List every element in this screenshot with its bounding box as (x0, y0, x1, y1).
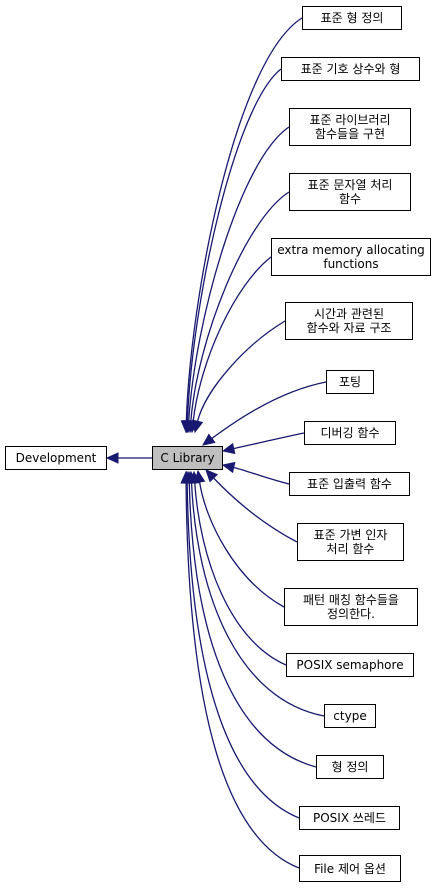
node-standard-varargs[interactable]: 표준 가변 인자 처리 함수 (297, 523, 404, 561)
edge-child-7-to-c-library (232, 432, 305, 450)
edge-child-2-to-c-library (187, 126, 290, 423)
edge-child-11-to-c-library (194, 481, 287, 666)
node-development[interactable]: Development (5, 446, 107, 470)
node-standard-string-functions[interactable]: 표준 문자열 처리 함수 (289, 173, 411, 211)
edge-child-14-to-c-library (186, 481, 300, 819)
node-standard-io-functions[interactable]: 표준 입출력 함수 (289, 472, 410, 496)
edge-child-4-to-c-library (192, 256, 272, 423)
node-standard-symbolic-constants[interactable]: 표준 기호 상수와 형 (281, 57, 420, 81)
edge-child-12-to-c-library (190, 481, 325, 717)
node-porting[interactable]: 포팅 (326, 370, 374, 394)
edge-child-6-to-c-library (210, 381, 327, 440)
node-ctype[interactable]: ctype (324, 704, 376, 728)
edge-child-9-to-c-library (212, 476, 298, 543)
node-standard-library-implementation[interactable]: 표준 라이브러리 함수들을 구현 (289, 108, 411, 146)
node-type-definition[interactable]: 형 정의 (316, 755, 384, 779)
arrowhead-child-8 (221, 461, 236, 474)
edge-child-8-to-c-library (232, 466, 290, 485)
edge-child-5-to-c-library (196, 320, 286, 423)
arrowhead-child-15 (180, 470, 192, 484)
edge-child-13-to-c-library (188, 481, 317, 768)
node-c-library[interactable]: C Library (152, 446, 223, 470)
node-time-functions[interactable]: 시간과 관련된 함수와 자료 구조 (285, 302, 413, 340)
edge-child-0-to-c-library (185, 17, 303, 423)
node-extra-memory-allocating[interactable]: extra memory allocating functions (271, 238, 431, 276)
edge-child-10-to-c-library (198, 480, 285, 608)
node-standard-type-definition[interactable]: 표준 형 정의 (302, 6, 402, 30)
edge-child-3-to-c-library (190, 191, 290, 423)
node-file-control-options[interactable]: File 제어 옵션 (299, 855, 401, 882)
edge-child-1-to-c-library (186, 68, 282, 423)
node-posix-semaphore[interactable]: POSIX semaphore (286, 653, 414, 677)
node-debugging-functions[interactable]: 디버깅 함수 (304, 421, 396, 445)
arrowhead-child-6 (202, 433, 216, 446)
arrowhead-child-7 (221, 442, 236, 455)
arrowhead-development (105, 452, 119, 464)
arrowhead-child-5 (192, 419, 204, 434)
edge-child-15-to-c-library (185, 481, 300, 869)
arrowhead-child-9 (205, 469, 219, 483)
node-pattern-matching[interactable]: 패턴 매칭 함수들을 정의한다. (284, 588, 418, 626)
node-posix-thread[interactable]: POSIX 쓰레드 (299, 806, 400, 830)
